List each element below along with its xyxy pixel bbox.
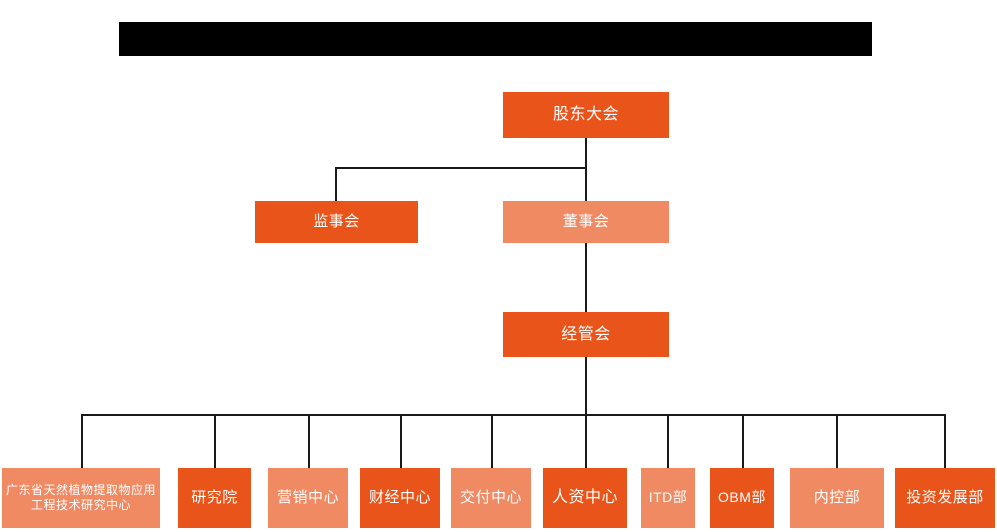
connector-directors-to-management bbox=[585, 243, 587, 312]
node-supervisors-label: 监事会 bbox=[313, 212, 360, 230]
connector-to-investment bbox=[944, 414, 946, 468]
connector-level1-bar bbox=[335, 167, 586, 169]
connector-to-internal-ctrl bbox=[836, 414, 838, 468]
node-management-label: 经管会 bbox=[561, 325, 611, 343]
connector-level3-bar bbox=[81, 414, 945, 416]
connector-management-down bbox=[585, 357, 587, 415]
node-research-inst[interactable]: 研究院 bbox=[178, 468, 251, 528]
node-finance[interactable]: 财经中心 bbox=[360, 468, 440, 528]
connector-to-finance bbox=[400, 414, 402, 468]
connector-to-directors bbox=[585, 167, 587, 201]
node-supervisors[interactable]: 监事会 bbox=[255, 201, 418, 243]
connector-to-eng-center bbox=[81, 414, 83, 468]
node-marketing[interactable]: 营销中心 bbox=[268, 468, 348, 528]
connector-to-obm bbox=[742, 414, 744, 468]
node-shareholders[interactable]: 股东大会 bbox=[503, 92, 669, 138]
connector-to-hr bbox=[585, 414, 587, 468]
node-delivery-label: 交付中心 bbox=[459, 488, 522, 506]
node-obm-label: OBM部 bbox=[718, 489, 766, 506]
node-marketing-label: 营销中心 bbox=[276, 488, 339, 506]
node-internal-ctrl-label: 内控部 bbox=[813, 488, 861, 506]
node-management[interactable]: 经管会 bbox=[503, 312, 669, 357]
node-directors[interactable]: 董事会 bbox=[503, 201, 669, 243]
node-internal-ctrl[interactable]: 内控部 bbox=[790, 468, 884, 528]
connector-to-delivery bbox=[491, 414, 493, 468]
node-directors-label: 董事会 bbox=[562, 212, 610, 230]
node-shareholders-label: 股东大会 bbox=[552, 106, 619, 123]
node-itd[interactable]: ITD部 bbox=[641, 468, 695, 528]
connector-to-research-inst bbox=[214, 414, 216, 468]
node-eng-center[interactable]: 广东省天然植物提取物应用工程技术研究中心 bbox=[2, 468, 160, 528]
node-investment-label: 投资发展部 bbox=[906, 488, 984, 506]
node-itd-label: ITD部 bbox=[648, 489, 688, 506]
node-obm[interactable]: OBM部 bbox=[710, 468, 774, 528]
node-delivery[interactable]: 交付中心 bbox=[451, 468, 531, 528]
connector-to-marketing bbox=[308, 414, 310, 468]
connector-to-itd bbox=[667, 414, 669, 468]
node-finance-label: 财经中心 bbox=[368, 488, 431, 506]
connector-to-supervisors bbox=[335, 167, 337, 201]
node-hr-label: 人资中心 bbox=[551, 489, 618, 506]
connector-shareholders-down bbox=[585, 138, 587, 168]
redacted-title-bar bbox=[119, 22, 872, 56]
node-eng-center-label: 广东省天然植物提取物应用工程技术研究中心 bbox=[5, 483, 156, 512]
node-research-inst-label: 研究院 bbox=[191, 488, 238, 506]
node-investment[interactable]: 投资发展部 bbox=[895, 468, 995, 528]
node-hr[interactable]: 人资中心 bbox=[543, 468, 627, 528]
